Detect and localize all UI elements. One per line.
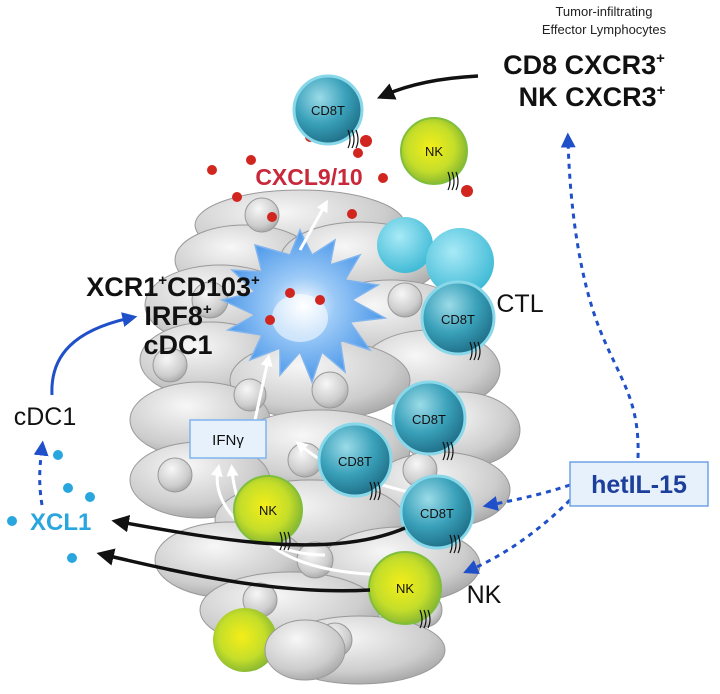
- tumor-cell-cyan: [377, 217, 433, 273]
- cxcl-label: CXCL9/10: [255, 164, 362, 190]
- cd8t-cell-top: CD8T: [292, 74, 364, 149]
- dc-label-line3: cDC1: [143, 330, 212, 360]
- cd8t-cell-mid: CD8T: [391, 380, 467, 461]
- xcl1-label: XCL1: [30, 509, 91, 536]
- svg-text:CD8T: CD8T: [311, 103, 345, 118]
- blue-dashed-arrows: [33, 132, 640, 574]
- nk-cell-top: NK: [400, 117, 468, 191]
- cd8t-cell-left: CD8T: [317, 422, 393, 501]
- tumor-cell-cyan: [426, 228, 494, 296]
- cdc1-side-label: cDC1: [14, 403, 77, 431]
- svg-text:CD8T: CD8T: [338, 454, 372, 469]
- chemokine-dots: [207, 132, 473, 325]
- dc-label-line2: IRF8+: [144, 301, 212, 331]
- nk-cell-partial: [213, 608, 277, 672]
- ctl-label: CTL: [496, 290, 543, 318]
- hetil15-box: hetIL-15: [569, 461, 709, 507]
- cd8-cxcr3-label: CD8 CXCR3+: [503, 50, 665, 80]
- cd8t-cell-ctl: CD8T: [420, 280, 496, 361]
- header-line1: Tumor-infiltrating: [555, 4, 652, 19]
- dc-label-line1: XCR1+CD103+: [86, 272, 260, 302]
- svg-text:NK: NK: [396, 581, 414, 596]
- svg-text:IFNγ: IFNγ: [212, 432, 244, 449]
- svg-text:CD8T: CD8T: [420, 506, 454, 521]
- svg-text:CD8T: CD8T: [412, 412, 446, 427]
- svg-text:NK: NK: [425, 144, 443, 159]
- header-line2: Effector Lymphocytes: [542, 22, 667, 37]
- xcl1-dots: [7, 450, 95, 563]
- ifng-box: IFNγ: [189, 419, 267, 459]
- dendritic-cell: [219, 228, 388, 385]
- nk-cell-middle: NK: [233, 475, 303, 551]
- cdc1-recruit-arrow: [50, 312, 138, 396]
- svg-text:hetIL-15: hetIL-15: [591, 471, 687, 499]
- nk-side-label: NK: [467, 581, 502, 609]
- nk-cxcr3-label: NK CXCR3+: [519, 82, 666, 112]
- svg-text:NK: NK: [259, 503, 277, 518]
- black-arrows: [96, 74, 479, 593]
- svg-text:CD8T: CD8T: [441, 312, 475, 327]
- cd8t-cell-lower: CD8T: [399, 474, 475, 554]
- nk-cell-bottom: NK: [368, 551, 442, 629]
